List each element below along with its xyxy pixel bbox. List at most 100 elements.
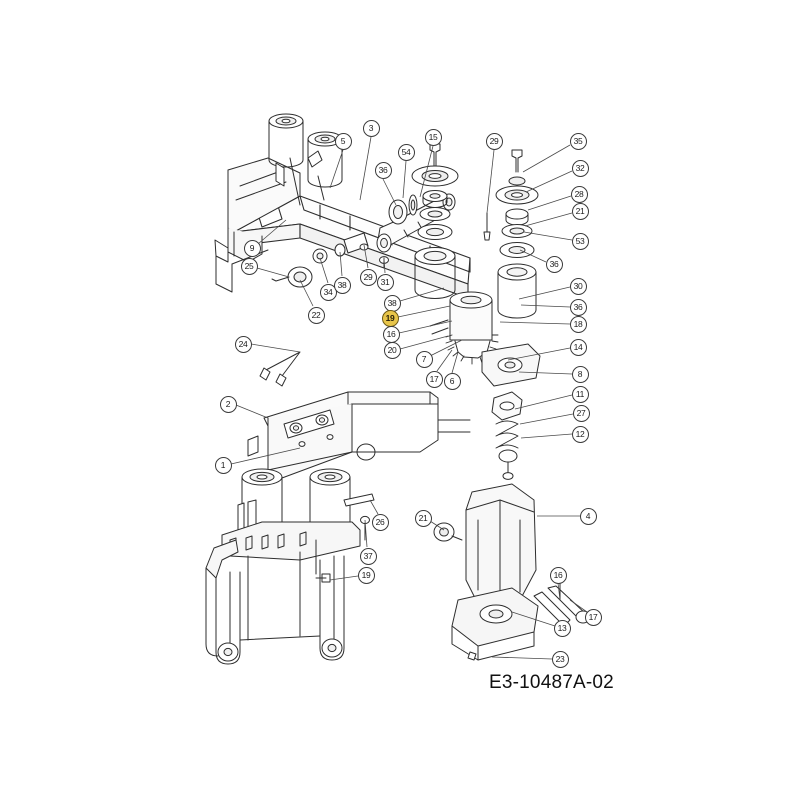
leader-line: [557, 582, 561, 601]
callout-bubble-11[interactable]: 11: [571, 385, 589, 403]
leader-line: [451, 351, 459, 374]
mount-plate-14: [481, 343, 541, 387]
leader-line: [514, 394, 573, 410]
leader-line: [383, 257, 386, 274]
callout-bubble-15[interactable]: 15: [424, 128, 442, 146]
callout-bubble-16[interactable]: 16: [382, 325, 400, 343]
right-kingpin-stack: [495, 149, 539, 319]
leader-line: [256, 267, 290, 278]
leader-line: [499, 321, 571, 325]
leader-line: [520, 433, 573, 439]
callout-bubble-26[interactable]: 26: [371, 513, 389, 531]
leader-line: [364, 519, 368, 548]
callout-bubble-13[interactable]: 13: [553, 619, 571, 637]
kingpin-bearing-stack: [411, 143, 459, 299]
callout-bubble-34[interactable]: 34: [319, 283, 337, 301]
leader-line: [419, 145, 434, 198]
leader-line: [511, 611, 556, 627]
leader-line: [329, 149, 344, 189]
leader-line: [519, 249, 547, 263]
leader-line: [369, 499, 379, 515]
callout-bubble-17[interactable]: 17: [425, 370, 443, 388]
callout-bubble-37[interactable]: 37: [359, 547, 377, 565]
callout-bubble-28[interactable]: 28: [570, 185, 588, 203]
spring-coils: [495, 420, 519, 449]
leader-line: [520, 304, 571, 308]
leader-line: [398, 320, 453, 334]
callout-bubble-12[interactable]: 12: [571, 425, 589, 443]
callout-bubble-5[interactable]: 5: [334, 132, 352, 150]
callout-bubble-32[interactable]: 32: [571, 159, 589, 177]
leader-line: [524, 212, 573, 227]
leader-line: [319, 257, 329, 284]
callout-bubble-38[interactable]: 38: [383, 294, 401, 312]
leader-line: [525, 170, 573, 193]
callout-bubble-31[interactable]: 31: [376, 273, 394, 291]
leader-line: [339, 251, 343, 277]
leader-line: [527, 195, 572, 211]
leader-line: [522, 144, 571, 173]
callout-bubble-23[interactable]: 23: [551, 650, 569, 668]
callout-bubble-19[interactable]: 19: [357, 566, 375, 584]
bolts-24: [259, 351, 301, 387]
callout-bubble-53[interactable]: 53: [571, 232, 589, 250]
callout-bubble-25[interactable]: 25: [240, 257, 258, 275]
callout-bubble-8[interactable]: 8: [571, 365, 589, 383]
callout-bubble-35[interactable]: 35: [569, 132, 587, 150]
callout-bubble-36[interactable]: 36: [545, 255, 563, 273]
leader-line: [399, 335, 449, 350]
callout-bubble-22[interactable]: 22: [307, 306, 325, 324]
callout-bubble-17[interactable]: 17: [584, 608, 602, 626]
leader-line: [399, 287, 445, 302]
callout-bubble-36[interactable]: 36: [374, 161, 392, 179]
leader-line: [250, 343, 301, 353]
callout-bubble-20[interactable]: 20: [383, 341, 401, 359]
leader-line: [429, 339, 463, 357]
callout-bubble-19[interactable]: 19: [381, 309, 399, 327]
callout-bubble-36[interactable]: 36: [569, 298, 587, 316]
callout-bubble-29[interactable]: 29: [359, 268, 377, 286]
callout-bubble-21[interactable]: 21: [571, 202, 589, 220]
leader-line: [382, 178, 397, 206]
lower-spindle-towers: [237, 468, 351, 539]
callout-bubble-54[interactable]: 54: [397, 143, 415, 161]
callout-bubble-38[interactable]: 38: [333, 276, 351, 294]
callout-bubble-21[interactable]: 21: [414, 509, 432, 527]
callout-bubble-3[interactable]: 3: [362, 119, 380, 137]
callout-bubble-29[interactable]: 29: [485, 132, 503, 150]
coil-spring-assembly: [491, 391, 523, 480]
leader-line: [363, 244, 369, 269]
leader-line: [491, 656, 553, 660]
leader-line: [569, 599, 588, 613]
leader-line: [518, 286, 571, 300]
leader-line: [486, 149, 495, 214]
leader-line: [329, 575, 359, 581]
leader-line: [523, 231, 573, 241]
callout-bubble-14[interactable]: 14: [569, 338, 587, 356]
callout-bubble-27[interactable]: 27: [572, 404, 590, 422]
leader-line: [518, 371, 573, 375]
leader-line: [230, 447, 301, 465]
leader-line: [402, 160, 407, 199]
callout-bubble-30[interactable]: 30: [569, 277, 587, 295]
callout-bubble-24[interactable]: 24: [234, 335, 252, 353]
callout-bubble-1[interactable]: 1: [214, 456, 232, 474]
callout-bubble-18[interactable]: 18: [569, 315, 587, 333]
upper-spindle-towers: [268, 113, 343, 206]
drawing-number: E3-10487A-02: [489, 672, 614, 693]
callout-bubble-4[interactable]: 4: [579, 507, 597, 525]
leader-line: [436, 349, 453, 372]
callout-bubble-7[interactable]: 7: [415, 350, 433, 368]
leader-line: [507, 347, 571, 361]
leader-line: [359, 136, 372, 201]
tie-rod-bushings: [388, 194, 418, 225]
lower-frame-rail: [247, 391, 471, 479]
callout-bubble-9[interactable]: 9: [243, 239, 261, 257]
callout-bubble-16[interactable]: 16: [549, 566, 567, 584]
callout-bubble-2[interactable]: 2: [219, 395, 237, 413]
leader-line: [299, 279, 314, 307]
callout-bubble-6[interactable]: 6: [443, 372, 461, 390]
leader-line: [397, 305, 451, 318]
